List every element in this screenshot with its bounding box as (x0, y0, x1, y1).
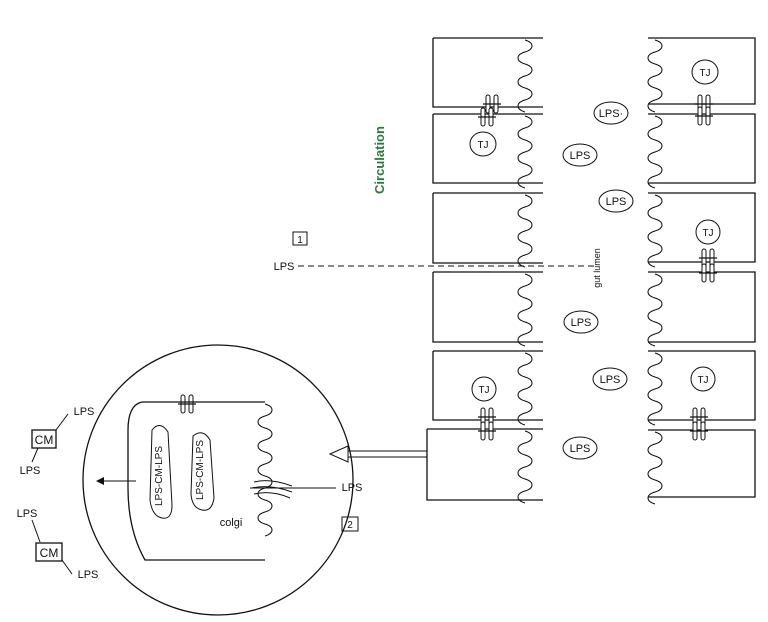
lps-label: LPS (571, 317, 592, 329)
lps-label: LPS (20, 465, 41, 477)
tight-junction-icon (477, 421, 497, 441)
lps-ovals: LPS· LPS LPS LPS LPS LPS (562, 101, 634, 460)
cell (426, 428, 543, 504)
lps-label: LPS· (599, 108, 623, 120)
tight-junction-icon (698, 263, 718, 283)
chylomicron-complex-top: CM LPS LPS (20, 406, 95, 477)
vesicle-label: LPS-CM-LPS (154, 446, 165, 506)
route-1-paracellular: 1 LPS (274, 231, 598, 273)
vesicle-label: LPS-CM-LPS (195, 440, 206, 500)
lps-label: LPS (342, 482, 363, 494)
tj-label: TJ (478, 385, 489, 396)
lps-label: LPS (274, 261, 295, 273)
tj-label: TJ (697, 375, 708, 386)
cell (432, 350, 543, 426)
route-1-number: 1 (297, 235, 303, 246)
tight-junction-icon (698, 248, 718, 268)
tj-label: TJ (477, 140, 488, 151)
cm-label: CM (40, 546, 59, 560)
enlargement-arrow (328, 445, 427, 463)
tj-labels: TJ TJ TJ TJ TJ (469, 59, 721, 402)
tight-junctions (177, 94, 718, 441)
lps-label: LPS (74, 406, 95, 418)
lps-label: LPS (17, 508, 38, 520)
tj-label: TJ (702, 228, 713, 239)
lps-label: LPS (606, 196, 627, 208)
enlarged-cell: LPS-CM-LPS LPS-CM-LPS colgi LPS (82, 344, 363, 616)
golgi-label: colgi (220, 517, 243, 529)
cm-label: CM (35, 433, 54, 447)
tj-label: TJ (699, 68, 710, 79)
route-2-box (341, 516, 359, 532)
circulation-label: Circulation (372, 126, 387, 194)
tight-junction-icon (177, 394, 197, 414)
cell-column-left (426, 37, 543, 504)
cell (432, 271, 543, 347)
cell (432, 192, 543, 268)
chylomicron-complex-bottom: LPS CM LPS (17, 508, 99, 581)
lps-label: LPS (570, 443, 591, 455)
lps-label: LPS (78, 569, 99, 581)
tight-junction-icon (694, 106, 714, 126)
cell (647, 429, 756, 505)
gut-lumen-label: gut lumen (592, 248, 602, 288)
cell (432, 37, 543, 113)
tight-junction-icon (689, 421, 709, 441)
cell (647, 271, 756, 347)
lps-label: LPS (600, 374, 621, 386)
route-2-number: 2 (347, 520, 353, 531)
lps-label: LPS (570, 150, 591, 162)
cell (432, 113, 543, 189)
